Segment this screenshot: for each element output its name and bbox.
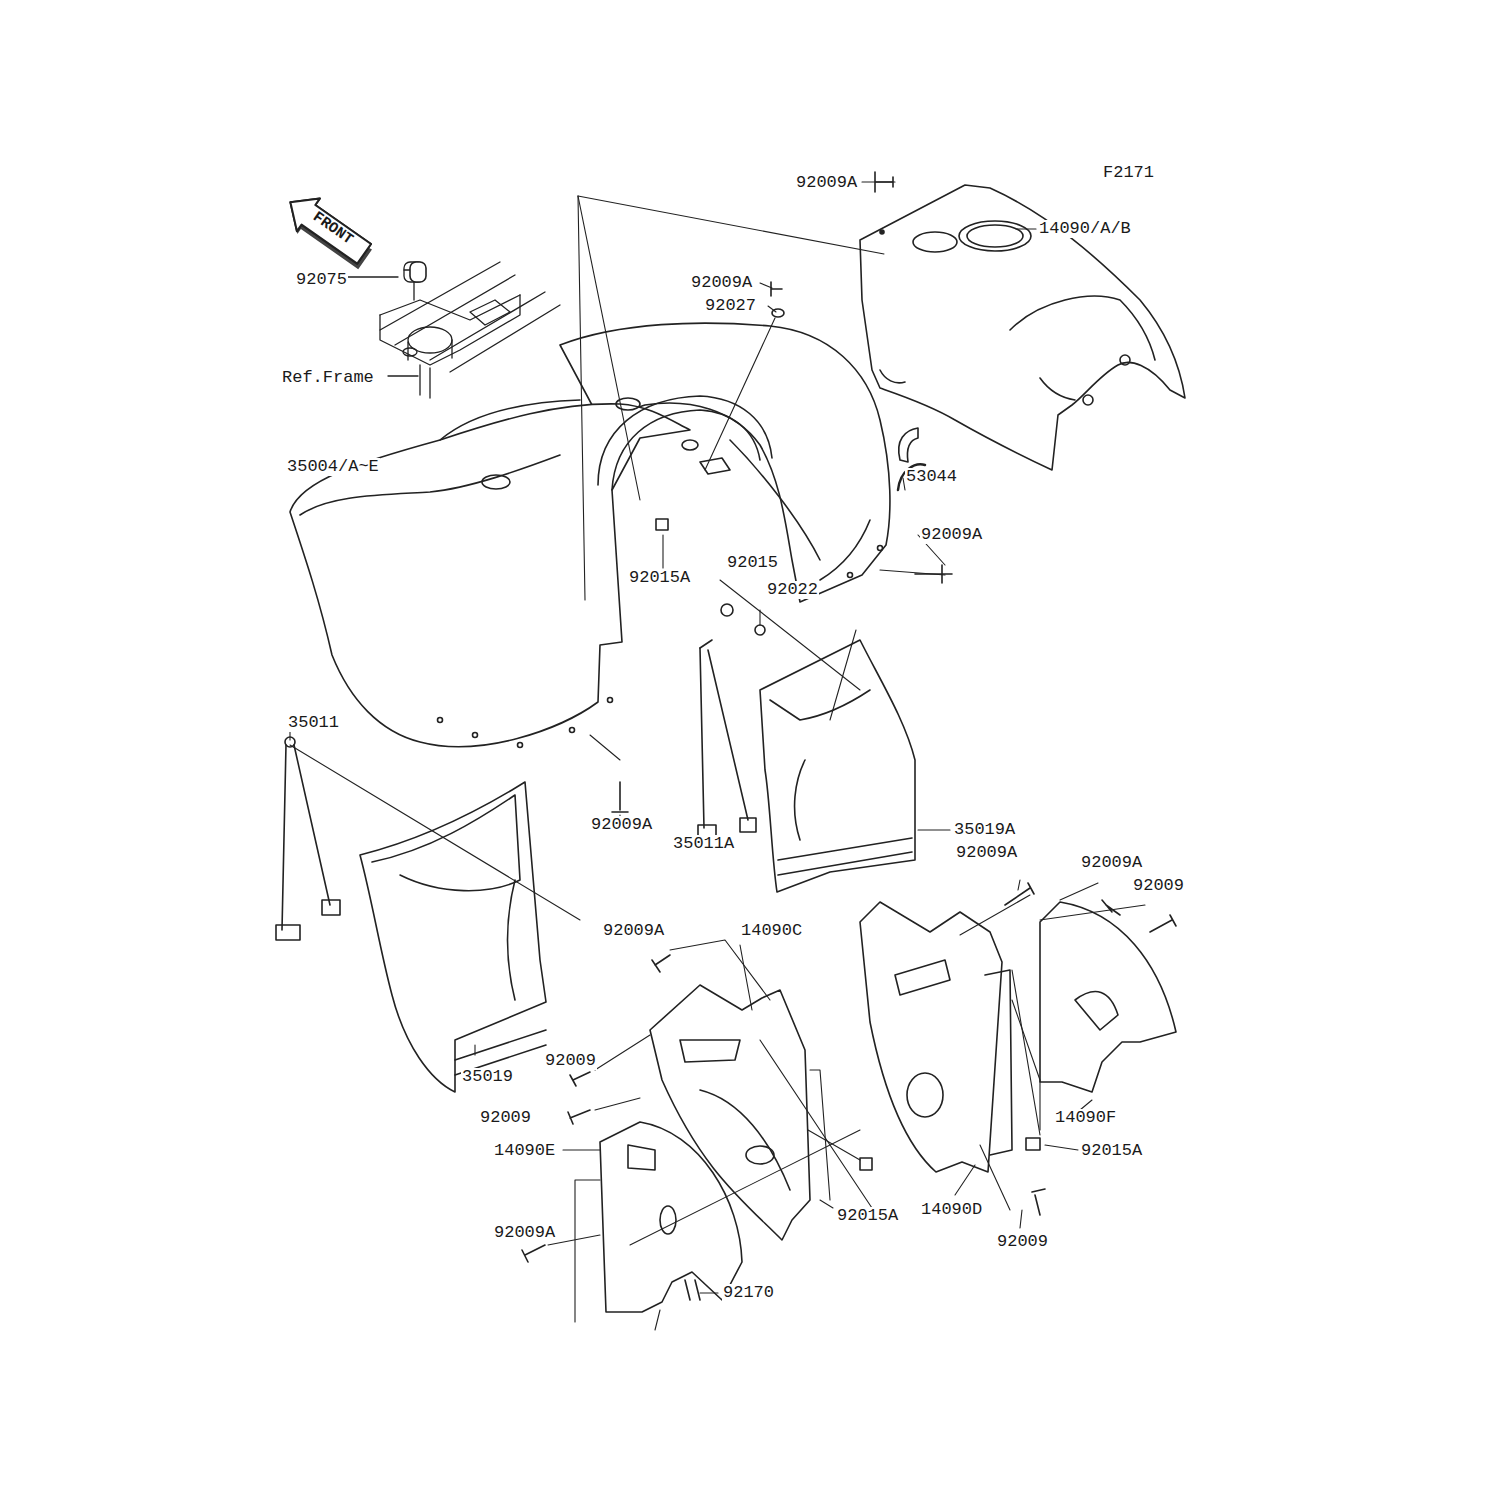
tank-cover bbox=[860, 185, 1185, 470]
callout-number: 53044 bbox=[905, 468, 958, 486]
callout-number: 92015A bbox=[628, 569, 691, 587]
callout-number: 14090C bbox=[740, 922, 803, 940]
callout-number: 92022 bbox=[766, 581, 819, 599]
callout-number: 92015A bbox=[836, 1207, 899, 1225]
bracket bbox=[276, 640, 756, 940]
frame-sketch bbox=[345, 262, 560, 398]
leader-lines bbox=[290, 182, 1145, 1330]
callout-number: 35011 bbox=[287, 714, 340, 732]
bolts bbox=[522, 172, 1176, 1262]
callout-number: 14090/A/B bbox=[1038, 220, 1132, 238]
callout-number: 14090D bbox=[920, 1201, 983, 1219]
callout-number: 92009 bbox=[544, 1052, 597, 1070]
callout-number: 92009A bbox=[920, 526, 983, 544]
callout-number: 35011A bbox=[672, 835, 735, 853]
callout-number: 35004/A~E bbox=[286, 458, 380, 476]
callout-number: 92009 bbox=[1132, 877, 1185, 895]
callout-number: 92009A bbox=[1080, 854, 1143, 872]
callout-number: 35019A bbox=[953, 821, 1016, 839]
callout-number: 92027 bbox=[704, 297, 757, 315]
callout-number: 35019 bbox=[461, 1068, 514, 1086]
front-arrow bbox=[278, 186, 379, 274]
callout-number: 92009 bbox=[479, 1109, 532, 1127]
callout-number: 92015A bbox=[1080, 1142, 1143, 1160]
callout-number: 92009A bbox=[690, 274, 753, 292]
callout-number: 92170 bbox=[722, 1284, 775, 1302]
side-cover bbox=[600, 902, 1176, 1312]
callout-number: 92009A bbox=[493, 1224, 556, 1242]
mud-flap bbox=[360, 640, 915, 1092]
callout-number: 92009A bbox=[955, 844, 1018, 862]
callout-number: F2171 bbox=[1102, 164, 1155, 182]
callout-number: 14090F bbox=[1054, 1109, 1117, 1127]
callout-number: 92015 bbox=[726, 554, 779, 572]
callout-number: 92009A bbox=[602, 922, 665, 940]
callout-number: 92009A bbox=[795, 174, 858, 192]
callout-number: 14090E bbox=[493, 1142, 556, 1160]
callout-number: 92009 bbox=[996, 1233, 1049, 1251]
callout-number: Ref.Frame bbox=[281, 369, 375, 387]
callout-number: 92075 bbox=[295, 271, 348, 289]
fasteners bbox=[410, 262, 1040, 1300]
callout-number: 92009A bbox=[590, 816, 653, 834]
